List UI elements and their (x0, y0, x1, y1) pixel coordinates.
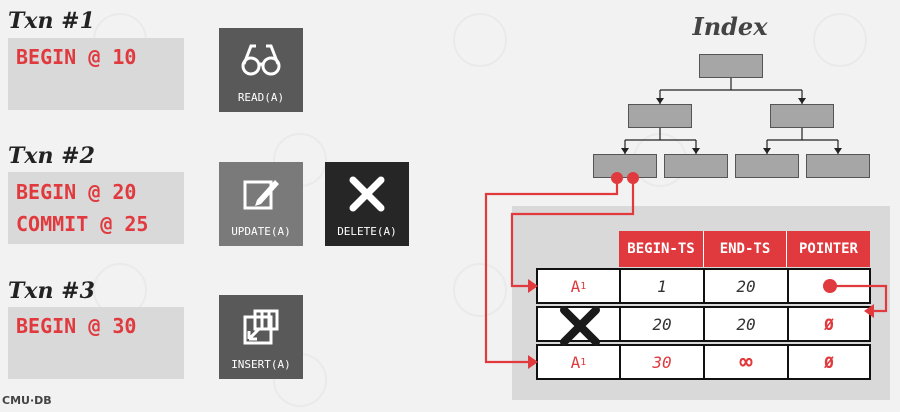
txn3-box (8, 307, 184, 379)
read-op-label: READ(A) (237, 91, 285, 104)
index-leaf-node (735, 154, 799, 178)
header-pointer: POINTER (787, 231, 870, 267)
row3-end-ts: ∞ (703, 344, 789, 380)
index-leaf-node (593, 154, 657, 178)
txn1-box (8, 38, 184, 110)
index-title: Index (692, 12, 768, 41)
txn2-begin: BEGIN @ 20 (16, 180, 137, 204)
row3-pointer: Ø (787, 344, 871, 380)
txn2-box (8, 172, 184, 244)
txn1-begin: BEGIN @ 10 (16, 45, 137, 69)
update-op-button[interactable]: UPDATE(A) (219, 162, 303, 246)
delete-op-button[interactable]: DELETE(A) (325, 162, 409, 246)
glasses-icon (241, 44, 281, 76)
index-inner-node (628, 104, 692, 128)
row1-pointer (787, 268, 871, 304)
txn2-title: Txn #2 (8, 143, 95, 169)
table-row-key (536, 306, 621, 342)
delete-op-label: DELETE(A) (337, 225, 397, 238)
read-op-button[interactable]: READ(A) (219, 28, 303, 112)
insert-op-button[interactable]: INSERT(A) (219, 295, 303, 379)
txn1-title: Txn #1 (8, 8, 95, 34)
x-icon (349, 176, 385, 212)
row2-begin-ts: 20 (619, 306, 705, 342)
header-end-ts: END-TS (704, 231, 787, 267)
txn3-title: Txn #3 (8, 278, 95, 304)
index-inner-node (770, 104, 834, 128)
row2-pointer: Ø (787, 306, 871, 342)
index-leaf-node (806, 154, 870, 178)
row1-begin-ts: 1 (619, 268, 705, 304)
insert-table-icon (243, 309, 279, 345)
index-leaf-node (664, 154, 728, 178)
txn3-begin: BEGIN @ 30 (16, 314, 137, 338)
insert-op-label: INSERT(A) (231, 358, 291, 371)
row3-begin-ts: 30 (619, 344, 705, 380)
header-begin-ts: BEGIN-TS (619, 231, 704, 267)
edit-icon (243, 180, 279, 210)
index-root-node (699, 54, 763, 78)
cmu-db-logo: CMU·DB (2, 394, 52, 407)
row2-end-ts: 20 (703, 306, 789, 342)
update-op-label: UPDATE(A) (231, 225, 291, 238)
row1-end-ts: 20 (703, 268, 789, 304)
txn2-commit: COMMIT @ 25 (16, 212, 149, 236)
